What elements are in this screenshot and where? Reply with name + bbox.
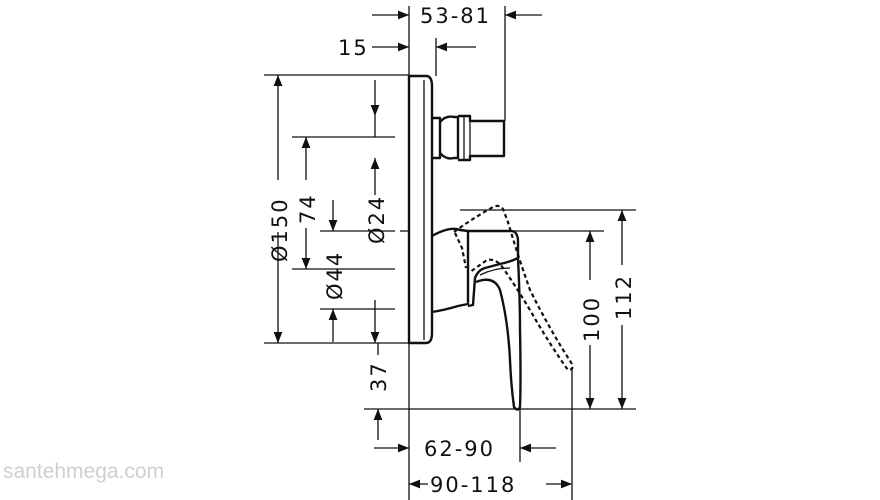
dim-150-label: Ø150 — [268, 197, 292, 262]
dim-15-label: 15 — [338, 36, 369, 60]
dim-53-81-label: 53-81 — [420, 4, 491, 28]
mixer-outline — [407, 74, 574, 411]
dim-62-90-label: 62-90 — [424, 437, 495, 461]
watermark-text: santehmega.com — [3, 460, 164, 483]
dim-37-label: 37 — [367, 361, 391, 392]
dim-44-label: Ø44 — [323, 251, 347, 300]
dim-74-label: 74 — [296, 193, 320, 224]
dim-100-label: 100 — [580, 296, 604, 342]
dimension-arrows — [273, 10, 627, 489]
dim-90-118-label: 90-118 — [430, 473, 516, 497]
dim-112-label: 112 — [612, 274, 636, 320]
extension-lines — [264, 6, 636, 500]
dim-24-label: Ø24 — [365, 195, 389, 244]
